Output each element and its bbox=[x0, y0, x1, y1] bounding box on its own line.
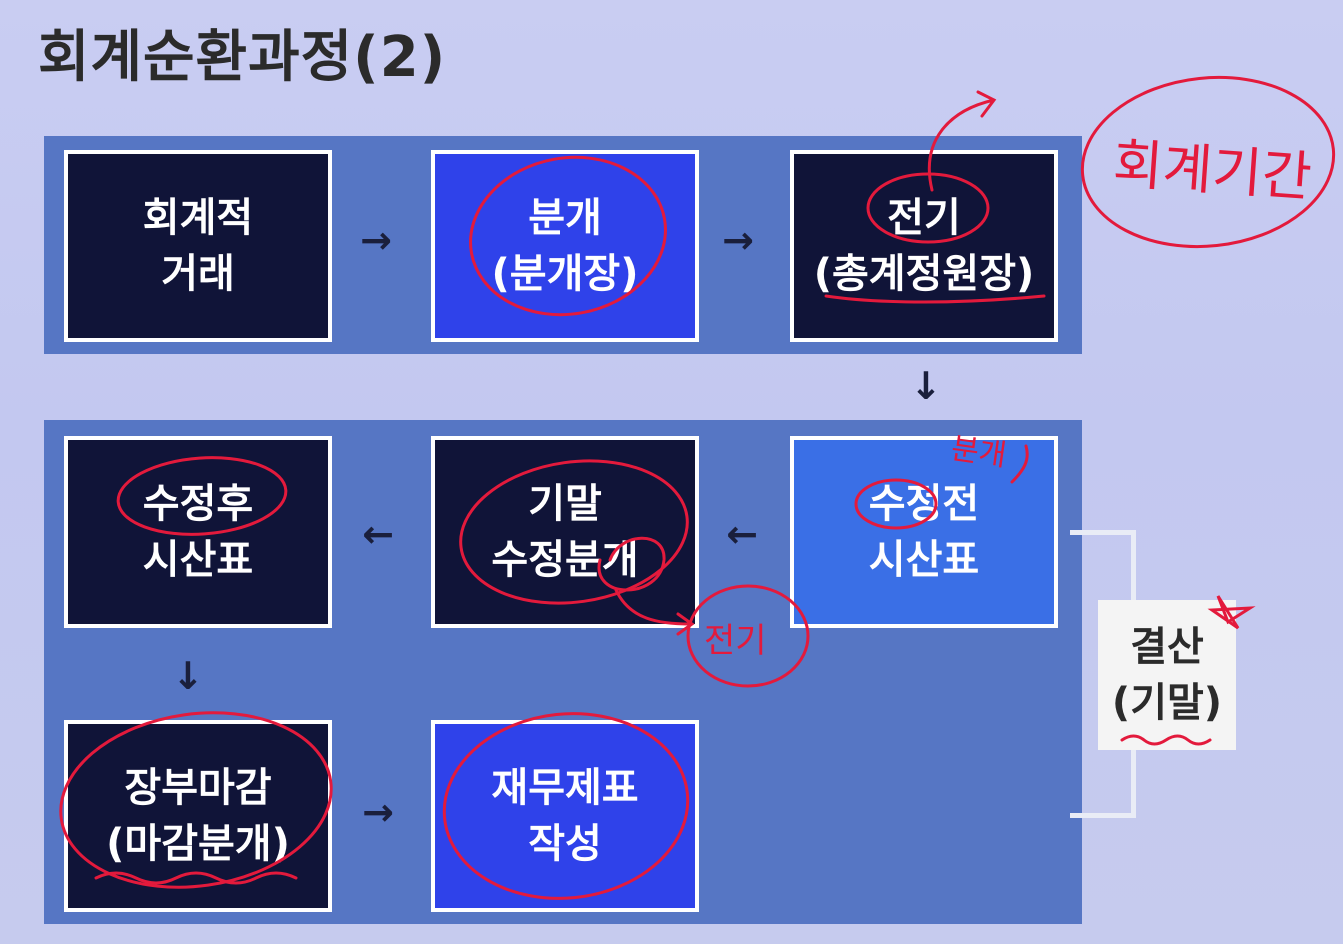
box-journal-entry: 분개 (분개장) bbox=[431, 150, 699, 342]
arrow-down-1: ↓ bbox=[910, 364, 942, 408]
arrow-down-2: ↓ bbox=[172, 654, 204, 698]
arrow-right-2: → bbox=[722, 218, 754, 262]
box-financial-statements: 재무제표 작성 bbox=[431, 720, 699, 912]
arrow-left-1: ← bbox=[726, 512, 758, 556]
page-title: 회계순환과정(2) bbox=[38, 25, 447, 90]
box-accounting-transaction: 회계적 거래 bbox=[64, 150, 332, 342]
box-year-end-adjusting-entries: 기말 수정분개 bbox=[431, 436, 699, 628]
box-posting: 전기 (총계정원장) bbox=[790, 150, 1058, 342]
handwritten-period-text: 회계기간 bbox=[1111, 132, 1314, 209]
arrow-right-3: → bbox=[362, 790, 394, 834]
period-circle bbox=[1080, 75, 1336, 249]
arrow-right-1: → bbox=[360, 218, 392, 262]
box-pre-adjustment-trial-balance: 수정전 시산표 bbox=[790, 436, 1058, 628]
box-closing-books: 장부마감 (마감분개) bbox=[64, 720, 332, 912]
settlement-label: 결산 (기말) bbox=[1098, 600, 1236, 750]
box-post-adjustment-trial-balance: 수정후 시산표 bbox=[64, 436, 332, 628]
arrow-left-2: ← bbox=[362, 512, 394, 556]
